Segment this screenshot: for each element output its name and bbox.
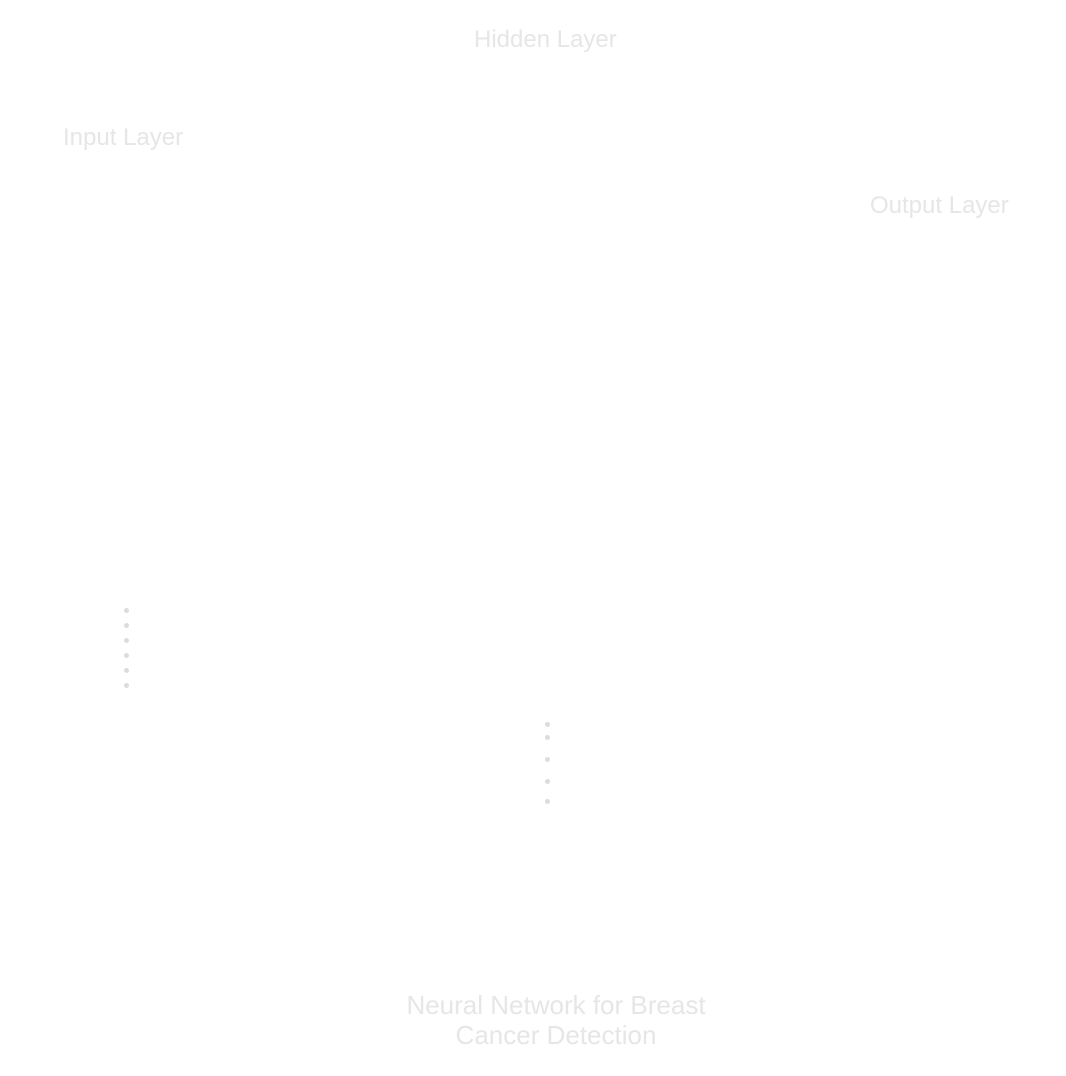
input-layer-label: Input Layer <box>63 124 184 151</box>
ellipsis-dot <box>545 735 550 740</box>
diagram-title: Neural Network for Breast Cancer Detecti… <box>356 990 756 1050</box>
ellipsis-dot <box>124 683 129 688</box>
ellipsis-dot <box>124 638 129 643</box>
diagram-title-line-1: Neural Network for Breast <box>406 990 706 1020</box>
hidden-layer-label: Hidden Layer <box>474 26 617 53</box>
ellipsis-dot <box>124 608 129 613</box>
ellipsis-dot <box>545 757 550 762</box>
ellipsis-dot <box>545 779 550 784</box>
ellipsis-dot <box>124 653 129 658</box>
ellipsis-dot <box>545 799 550 804</box>
ellipsis-dot <box>545 722 550 727</box>
ellipsis-dot <box>124 668 129 673</box>
ellipsis-dot <box>124 623 129 628</box>
diagram-title-line-2: Cancer Detection <box>455 1020 657 1050</box>
output-layer-label: Output Layer <box>870 192 1009 219</box>
